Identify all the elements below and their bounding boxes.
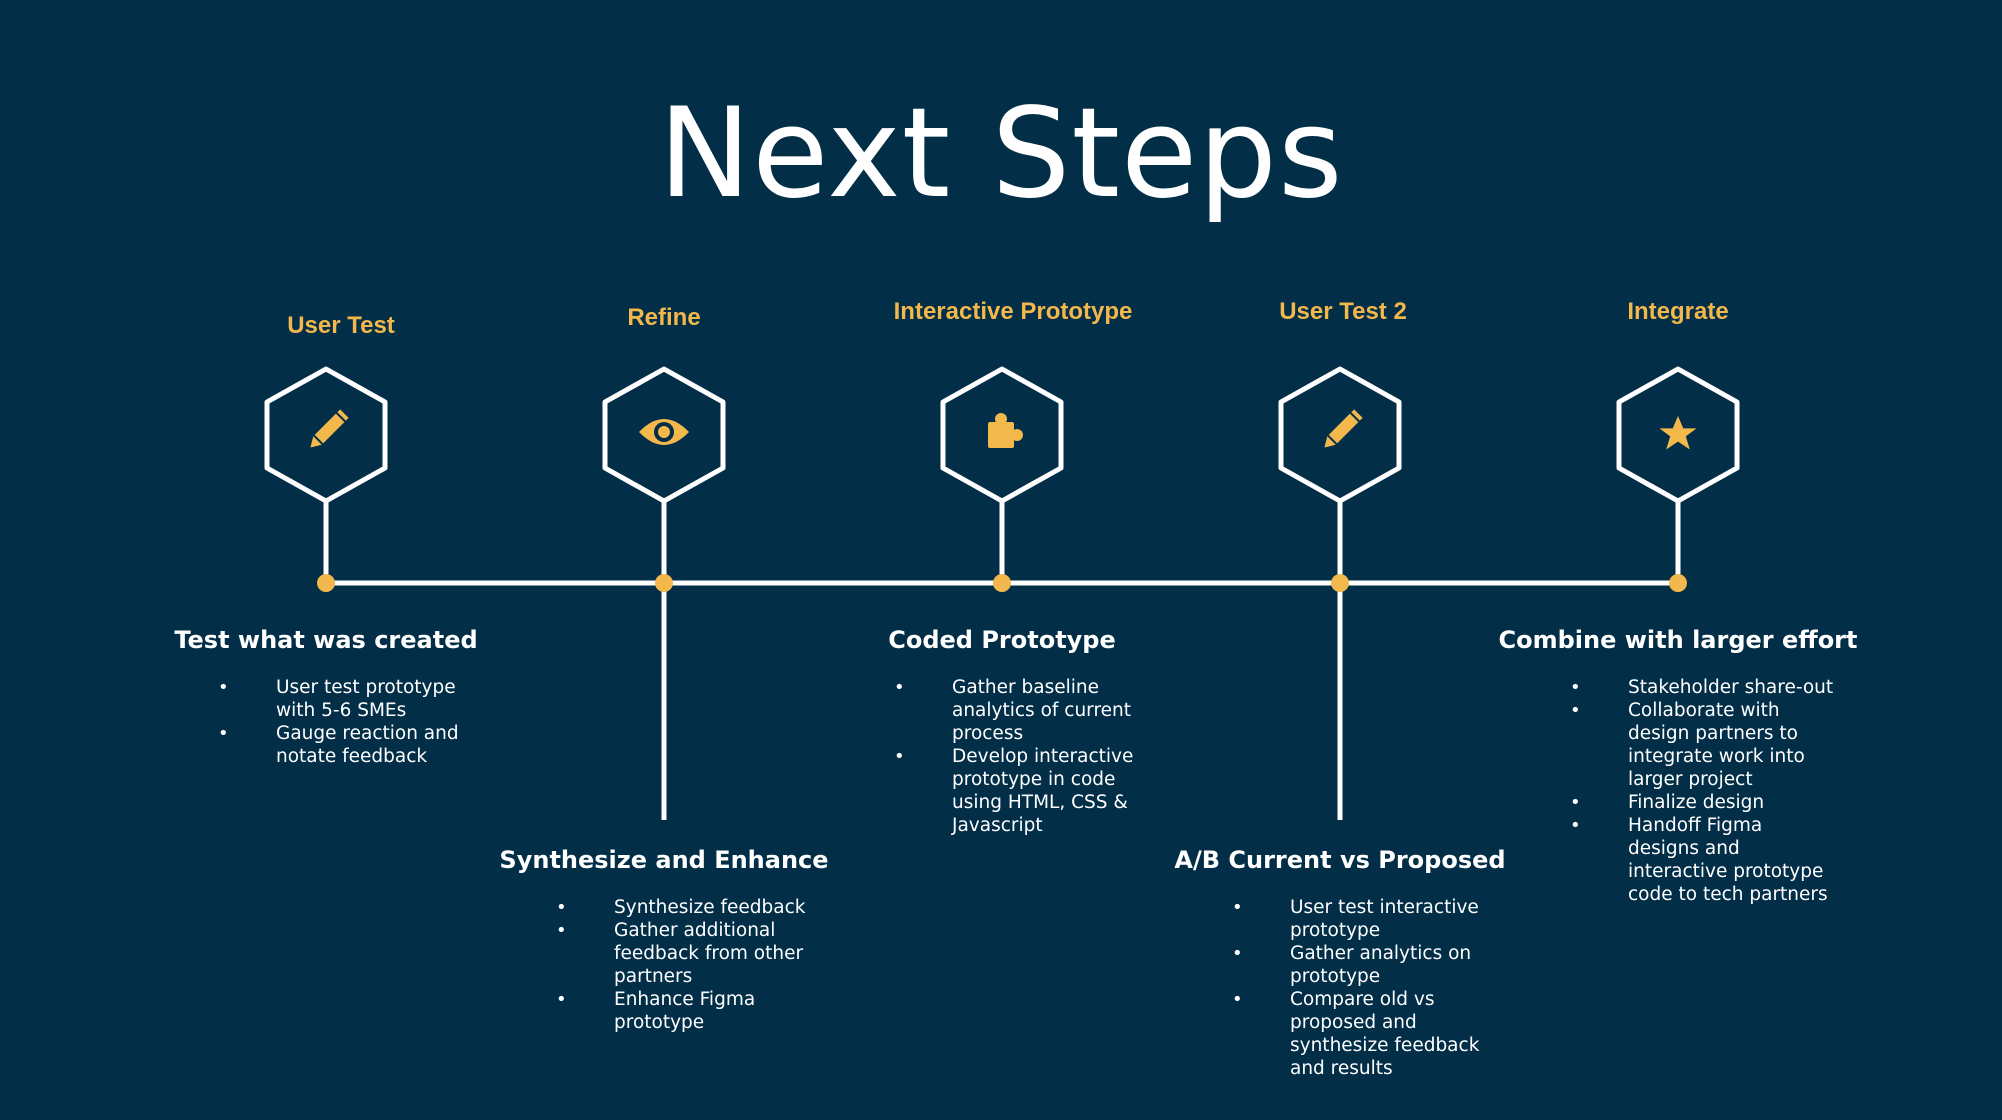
card-heading: Coded Prototype	[888, 626, 1116, 654]
hexagon-4	[1278, 366, 1402, 504]
list-item: User test interactive prototype	[1232, 896, 1490, 942]
hexagon-2	[602, 366, 726, 504]
step-label-interactive-prototype: Interactive Prototype	[893, 298, 1133, 325]
puzzle-icon	[988, 413, 1023, 448]
step-label-refine: Refine	[627, 304, 701, 331]
list-item: Stakeholder share-out	[1570, 676, 1838, 699]
step-label-integrate: Integrate	[1627, 298, 1729, 325]
eye-icon	[639, 419, 689, 445]
step-card-2: Synthesize and Enhance Synthesize feedba…	[474, 846, 854, 1034]
hexagon-1	[264, 366, 388, 504]
hexagon-3	[940, 366, 1064, 504]
step-label-user-test-2: User Test 2	[1279, 298, 1407, 325]
step-card-3: Coded Prototype Gather baseline analytic…	[812, 626, 1192, 837]
timeline-dot-5	[1669, 574, 1687, 592]
list-item: Collaborate with design partners to inte…	[1570, 699, 1838, 791]
step-card-1: Test what was created User test prototyp…	[136, 626, 516, 768]
list-item: Synthesize feedback	[556, 896, 814, 919]
page-title: Next Steps	[658, 82, 1344, 226]
list-item: Finalize design	[1570, 791, 1838, 814]
step-card-4: A/B Current vs Proposed User test intera…	[1150, 846, 1530, 1080]
list-item: Enhance Figma prototype	[556, 988, 814, 1034]
list-item: Gauge reaction and notate feedback	[218, 722, 476, 768]
timeline-dot-2	[655, 574, 673, 592]
list-item: Gather additional feedback from other pa…	[556, 919, 814, 988]
bullet-list: User test interactive prototype Gather a…	[1232, 896, 1490, 1080]
list-item: Gather analytics on prototype	[1232, 942, 1490, 988]
pencil-icon	[310, 409, 349, 448]
bullet-list: Synthesize feedback Gather additional fe…	[556, 896, 814, 1034]
card-heading: Test what was created	[174, 626, 478, 654]
timeline-dot-4	[1331, 574, 1349, 592]
list-item: Compare old vs proposed and synthesize f…	[1232, 988, 1490, 1080]
card-heading: Synthesize and Enhance	[499, 846, 829, 874]
step-label-user-test: User Test	[287, 312, 395, 339]
timeline-dot-3	[993, 574, 1011, 592]
list-item: Handoff Figma designs and interactive pr…	[1570, 814, 1838, 906]
step-card-5: Combine with larger effort Stakeholder s…	[1488, 626, 1868, 906]
timeline-dot-1	[317, 574, 335, 592]
bullet-list: Gather baseline analytics of current pro…	[894, 676, 1152, 837]
bullet-list: User test prototype with 5-6 SMEs Gauge …	[218, 676, 476, 768]
list-item: Develop interactive prototype in code us…	[894, 745, 1152, 837]
card-heading: Combine with larger effort	[1498, 626, 1858, 654]
star-icon	[1659, 416, 1697, 450]
hexagon-5	[1616, 366, 1740, 504]
list-item: Gather baseline analytics of current pro…	[894, 676, 1152, 745]
pencil-icon	[1324, 409, 1363, 448]
list-item: User test prototype with 5-6 SMEs	[218, 676, 476, 722]
card-heading: A/B Current vs Proposed	[1174, 846, 1506, 874]
bullet-list: Stakeholder share-out Collaborate with d…	[1570, 676, 1838, 906]
